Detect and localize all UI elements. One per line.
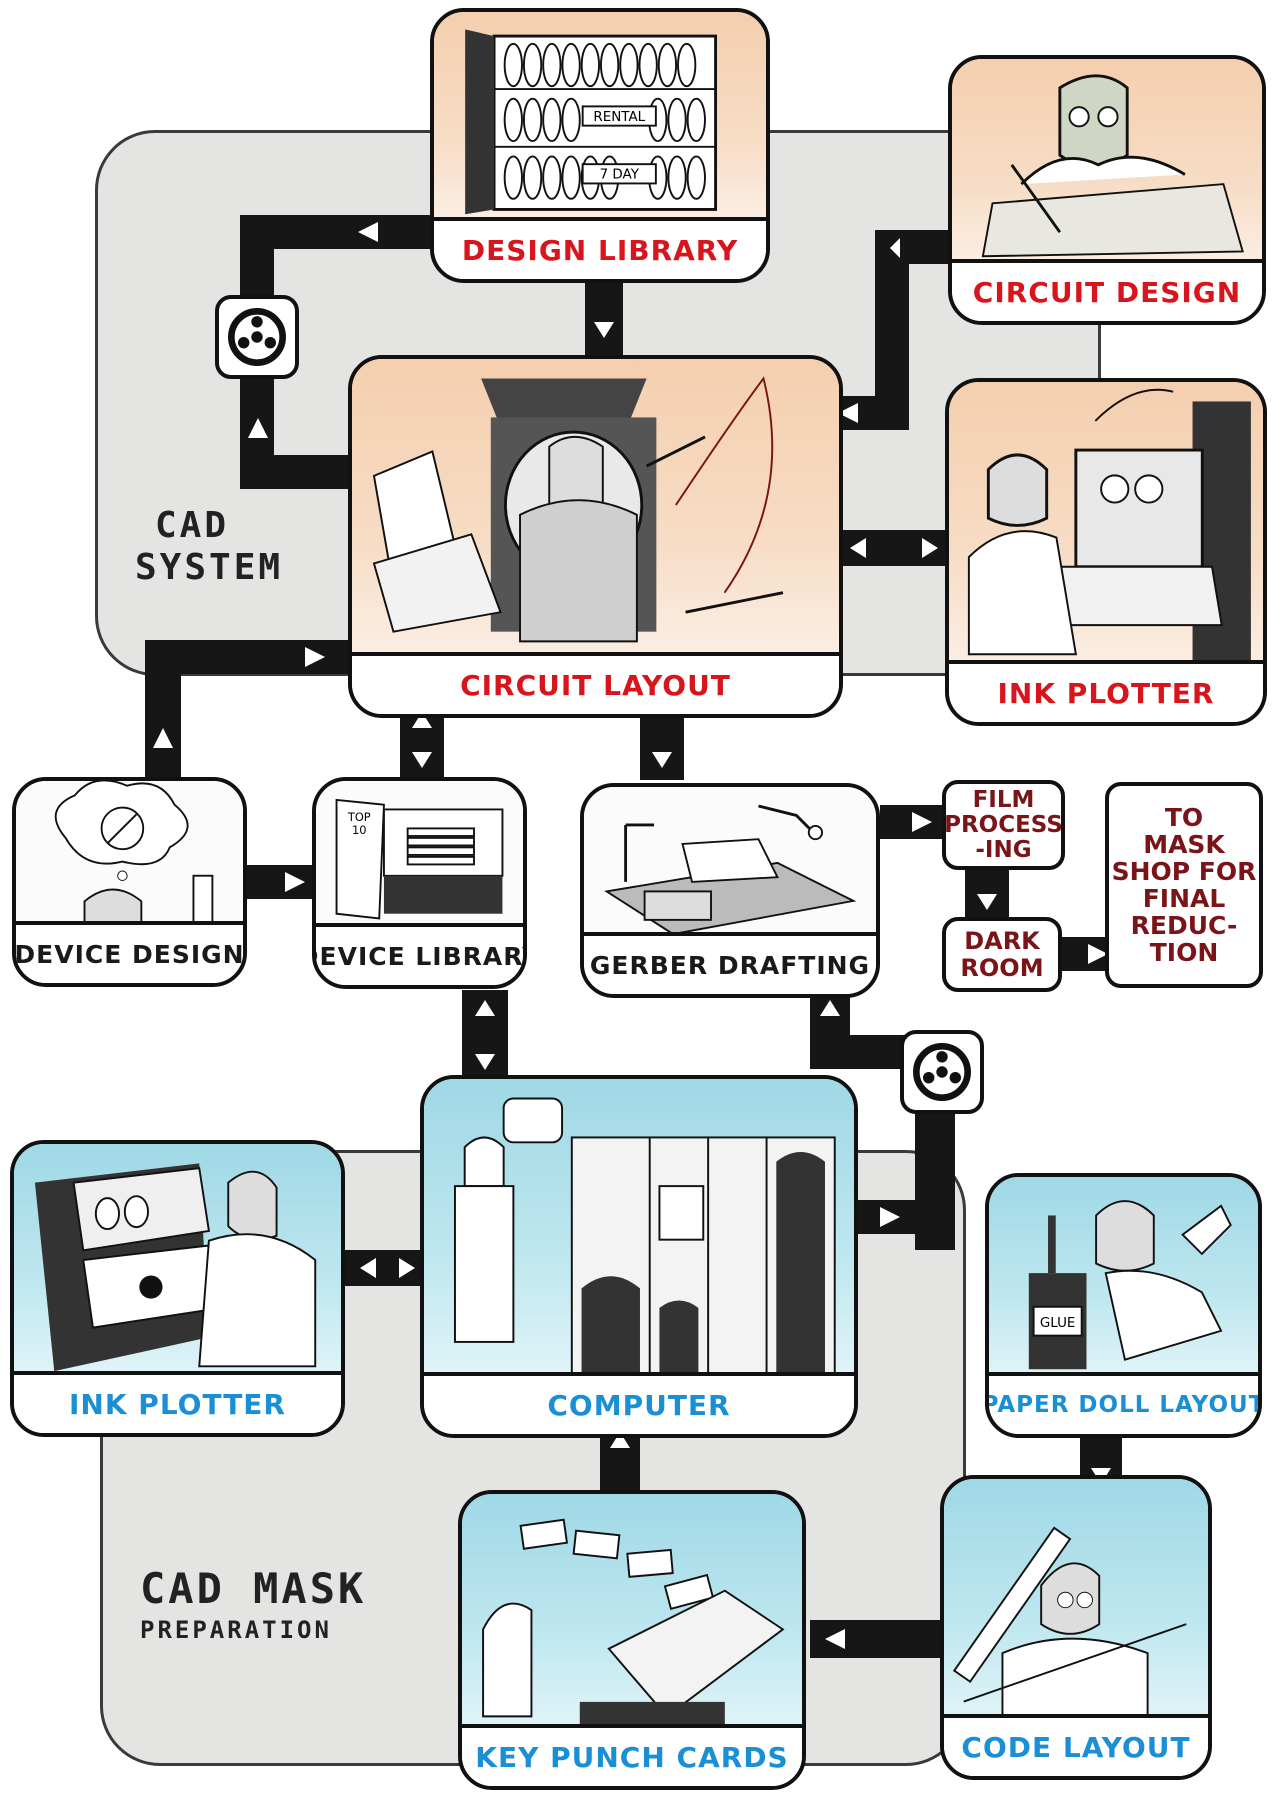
key-punch-cards-caption: KEY PUNCH CARDS (462, 1724, 802, 1786)
mask-shop-box: TO MASK SHOP FOR FINAL REDUC- TION (1105, 782, 1263, 988)
paper-doll-layout-caption: PAPER DOLL LAYOUT (989, 1372, 1258, 1434)
paper-doll-layout-panel: GLUE PAPER DOLL LAYOUT (985, 1173, 1262, 1438)
device-library-illustration: TOP 10 (316, 781, 523, 927)
design-library-illustration: RENTAL 7 DAY (434, 12, 766, 221)
device-library-caption: DEVICE LIBRARY (316, 923, 523, 985)
design-library-panel: RENTAL 7 DAY DESIGN LIBRARY (430, 8, 770, 283)
computer-caption: COMPUTER (424, 1372, 854, 1434)
tape-reel-icon (215, 295, 299, 379)
chart-sign-10: 10 (352, 823, 366, 837)
circuit-design-illustration (952, 59, 1262, 263)
code-layout-panel: CODE LAYOUT (940, 1475, 1212, 1780)
ink-plotter-cad-panel: INK PLOTTER (945, 378, 1267, 726)
mask-prep-label: CAD MASK PREPARATION (140, 1565, 366, 1647)
code-layout-caption: CODE LAYOUT (944, 1714, 1208, 1776)
device-design-illustration (16, 781, 243, 925)
gerber-drafting-illustration (584, 787, 876, 936)
ink-plotter-cad-caption: INK PLOTTER (949, 660, 1263, 722)
mask-prep-label-line2: PREPARATION (140, 1613, 366, 1647)
film-processing-box: FILM PROCESS -ING (942, 780, 1065, 870)
device-design-caption: DEVICE DESIGN (16, 921, 243, 983)
ink-plotter-mask-panel: INK PLOTTER (10, 1140, 345, 1437)
chart-sign-top: TOP (347, 810, 371, 824)
key-punch-cards-illustration (462, 1494, 802, 1728)
ink-plotter-cad-illustration (949, 382, 1263, 664)
code-layout-illustration (944, 1479, 1208, 1718)
gerber-drafting-panel: GERBER DRAFTING (580, 783, 880, 998)
mask-prep-label-line1: CAD MASK (140, 1565, 366, 1613)
gerber-drafting-caption: GERBER DRAFTING (584, 932, 876, 994)
ink-plotter-mask-caption: INK PLOTTER (14, 1371, 341, 1433)
design-library-caption: DESIGN LIBRARY (434, 217, 766, 279)
shelf-sign-rental: RENTAL (593, 109, 645, 125)
circuit-layout-illustration (352, 359, 839, 656)
tape-reel-icon (900, 1030, 984, 1114)
cad-system-label-line2: SYSTEM (135, 547, 283, 589)
circuit-design-panel: CIRCUIT DESIGN (948, 55, 1266, 325)
cad-system-label: CAD SYSTEM (135, 505, 283, 589)
key-punch-cards-panel: KEY PUNCH CARDS (458, 1490, 806, 1790)
computer-panel: COMPUTER (420, 1075, 858, 1438)
paper-doll-layout-illustration: GLUE (989, 1177, 1258, 1376)
glue-bottle-label: GLUE (1040, 1316, 1076, 1331)
circuit-layout-caption: CIRCUIT LAYOUT (352, 652, 839, 714)
circuit-design-caption: CIRCUIT DESIGN (952, 259, 1262, 321)
shelf-sign-7-day: 7 DAY (600, 167, 640, 183)
device-library-panel: TOP 10 DEVICE LIBRARY (312, 777, 527, 989)
computer-illustration (424, 1079, 854, 1376)
device-design-panel: DEVICE DESIGN (12, 777, 247, 987)
circuit-layout-panel: CIRCUIT LAYOUT (348, 355, 843, 718)
dark-room-box: DARK ROOM (942, 917, 1062, 992)
ink-plotter-mask-illustration (14, 1144, 341, 1375)
cad-system-label-line1: CAD (135, 505, 283, 547)
